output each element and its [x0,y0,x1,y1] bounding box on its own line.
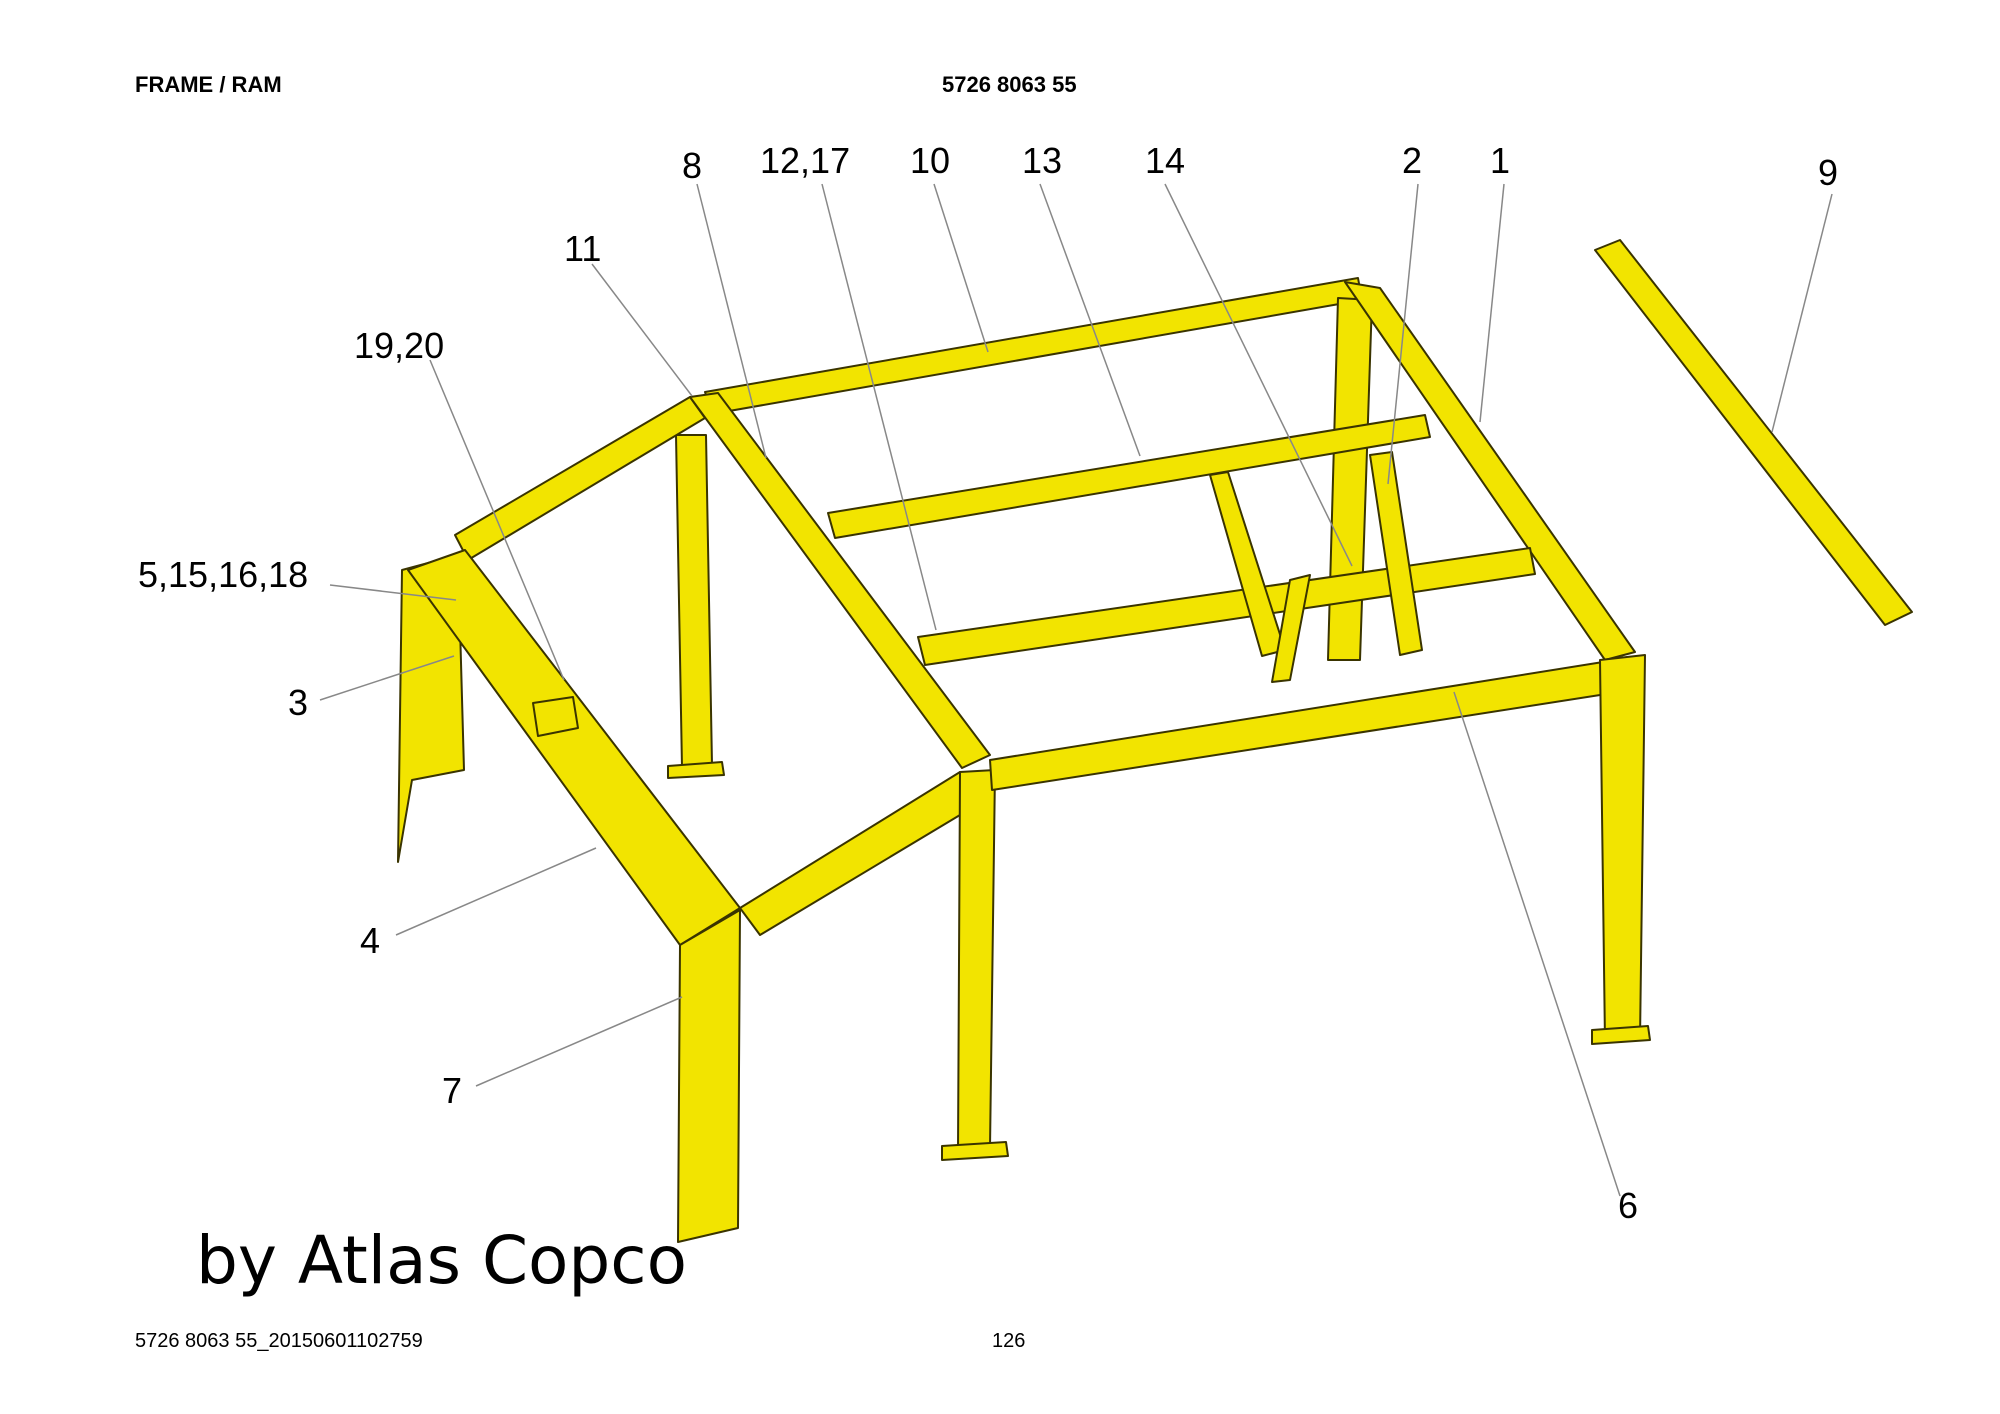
callout-3: 3 [288,682,309,723]
footer-doc-id: 5726 8063 55_20150601102759 [135,1330,423,1352]
post-front-mid [957,769,996,1153]
beam-9 [1594,239,1913,626]
callout-1: 1 [1490,140,1511,181]
post-back-left [675,434,713,769]
callout-11: 11 [564,228,602,269]
page-title: FRAME / RAM [135,72,282,97]
callout-12-17: 12,17 [760,140,851,181]
callout-4: 4 [360,920,381,961]
part-number: 5726 8063 55 [942,72,1077,97]
foot-a [667,761,725,779]
foot-c [1591,1025,1651,1045]
beam-14 [917,547,1536,666]
beam-8 [689,392,991,769]
page-number: 126 [992,1330,1026,1352]
post-7 [677,909,741,1243]
bracket-a [1209,471,1286,657]
post-back-right [1327,297,1373,661]
beam-10 [704,277,1363,415]
bracket-b [1369,451,1423,656]
beam-6 [989,657,1633,791]
beam-front-diag [739,771,991,936]
callout-14: 14 [1145,140,1186,181]
callout-9: 9 [1818,152,1839,193]
post-front-right [1599,654,1646,1043]
callout-8: 8 [682,145,703,186]
callout-13: 13 [1022,140,1063,181]
beam-13 [827,414,1431,539]
callout-5-15-16-18: 5,15,16,18 [138,554,309,595]
control-box [532,696,579,737]
beam-1 [1344,281,1636,661]
callout-10: 10 [910,140,951,181]
callout-7: 7 [442,1070,463,1111]
foot-b [941,1141,1009,1161]
callout-6: 6 [1618,1185,1639,1226]
bracket-c [1271,574,1311,683]
callout-2: 2 [1402,140,1423,181]
callout-19-20: 19,20 [354,325,445,366]
watermark: by Atlas Copco [196,1222,687,1299]
beam-11 [454,396,706,561]
